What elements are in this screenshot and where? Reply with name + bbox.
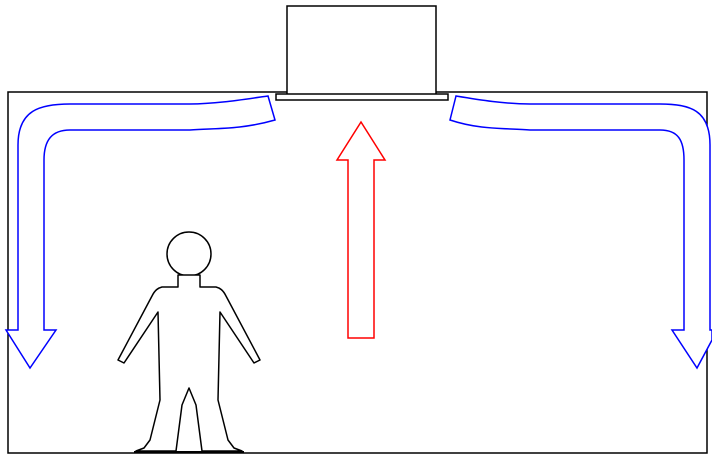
person-head [166,231,212,277]
person-body [117,274,261,452]
person-figure [117,231,261,453]
ceiling-unit-body [286,5,437,98]
ceiling-unit-grille [275,93,449,101]
return-air-arrow [335,120,387,339]
supply-air-left-arrow [4,95,276,370]
supply-air-right-arrow [449,95,712,370]
